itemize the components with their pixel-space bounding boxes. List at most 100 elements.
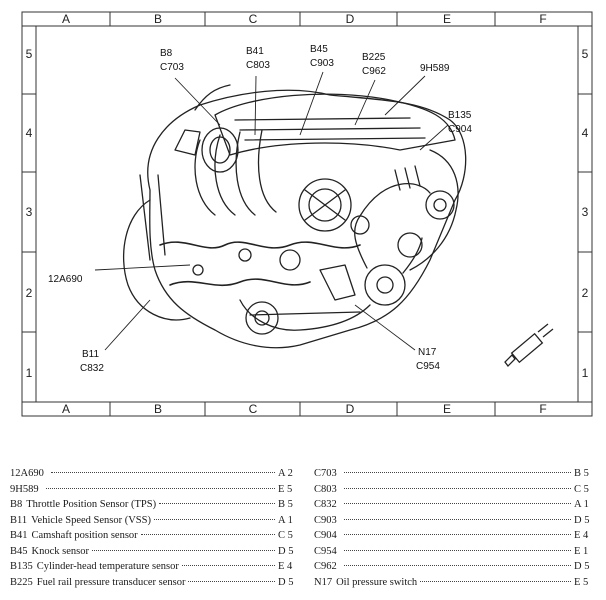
column-letter: B	[154, 402, 162, 416]
row-number: 5	[582, 47, 589, 61]
legend-row: C904 E 4	[314, 530, 596, 546]
column-letter: D	[346, 12, 355, 26]
column-ticks	[109, 12, 496, 416]
legend-row: C954 E 1	[314, 546, 596, 562]
row-ticks	[22, 93, 592, 333]
row-number: 3	[26, 205, 33, 219]
leader-dots	[50, 472, 275, 473]
diagram-frame	[21, 11, 593, 417]
legend-desc: Fuel rail pressure transducer sensor	[36, 576, 186, 588]
legend-row: C832 A 1	[314, 499, 596, 515]
callout-12a690: 12A690	[48, 274, 83, 285]
legend-code: B135	[10, 561, 33, 572]
row-number: 2	[26, 286, 33, 300]
legend-code: C803	[314, 483, 337, 495]
column-letter: F	[539, 12, 546, 26]
callout-label: 12A690	[48, 274, 83, 285]
legend-row: C962 D 5	[314, 561, 596, 577]
row-number: 2	[582, 286, 589, 300]
legend-location: B 5	[278, 499, 293, 510]
legend-column-left: 12A690 A 2 9H589 E 5 B8 Throttle Positio…	[10, 468, 300, 592]
row-numbers-right: 5 4 3 2 1	[582, 47, 589, 380]
legend-row: C803 C 5	[314, 484, 596, 500]
callout-9h589: 9H589	[420, 63, 450, 74]
leader-dots	[159, 503, 275, 504]
engine-diagram: A B C D E F A B C D E F 5 4 3 2 1 5 4 3 …	[21, 11, 593, 417]
leader-dots	[153, 518, 275, 520]
callout-label: B11	[82, 349, 99, 360]
leader-dots	[343, 503, 571, 504]
column-letter: E	[443, 402, 451, 416]
callout-label: C954	[416, 361, 440, 372]
legend-location: A 2	[278, 468, 293, 479]
leader-dots	[343, 534, 571, 535]
callout-b135: B135 C904	[448, 110, 472, 135]
leader-dots	[343, 549, 571, 551]
row-number: 3	[582, 205, 589, 219]
legend-location: D 5	[278, 576, 294, 588]
legend-location: E 4	[278, 561, 293, 572]
legend-desc: Throttle Position Sensor (TPS)	[26, 499, 157, 510]
legend-row: N17 Oil pressure switch E 5	[314, 577, 596, 593]
row-number: 5	[26, 47, 33, 61]
column-letter: A	[62, 402, 70, 416]
legend-code: B41	[10, 530, 28, 541]
row-number: 1	[26, 366, 33, 380]
leader-dots	[188, 580, 275, 582]
legend-column-right: C703 B 5 C803 C 5 C832 A 1 C903 D 5 C904	[314, 468, 596, 592]
legend-location: D 5	[574, 561, 590, 572]
row-number: 4	[582, 126, 589, 140]
callout-label: B41	[246, 46, 264, 57]
legend-location: C 5	[574, 483, 589, 495]
legend-location: A 1	[278, 514, 293, 526]
leader-dots	[343, 518, 571, 520]
legend-code: B45	[10, 545, 28, 557]
row-number: 4	[26, 126, 33, 140]
legend-desc: Knock sensor	[31, 545, 89, 557]
column-letter: E	[443, 12, 451, 26]
callout-label: C903	[310, 58, 334, 69]
column-letter: D	[346, 402, 355, 416]
leader-dots	[45, 487, 275, 489]
leader-lines	[94, 71, 449, 351]
column-letter: C	[249, 12, 258, 26]
legend-location: B 5	[574, 468, 589, 479]
callout-label: B45	[310, 44, 328, 55]
legend-code: C962	[314, 561, 337, 572]
legend-code: N17	[314, 576, 333, 588]
legend-row: B45 Knock sensor D 5	[10, 546, 300, 562]
legend-code: 12A690	[10, 468, 44, 479]
callout-label: C904	[448, 124, 472, 135]
leader-dots	[181, 565, 275, 566]
callout-n17: N17 C954	[416, 347, 440, 372]
legend-row: B225 Fuel rail pressure transducer senso…	[10, 577, 300, 593]
callout-label: B225	[362, 52, 386, 63]
legend-code: C832	[314, 499, 337, 510]
legend-location: C 5	[278, 530, 293, 541]
leader-dots	[91, 549, 275, 551]
callout-b41: B41 C803	[246, 46, 270, 71]
legend-location: A 1	[574, 499, 589, 510]
callout-label: B135	[448, 110, 472, 121]
column-letter: F	[539, 402, 546, 416]
callout-label: 9H589	[420, 63, 450, 74]
legend-location: D 5	[574, 514, 590, 526]
legend-row: B41 Camshaft position sensor C 5	[10, 530, 300, 546]
column-letters-bottom: A B C D E F	[62, 402, 547, 416]
callout-b225: B225 C962	[362, 52, 386, 77]
legend-code: B11	[10, 514, 28, 526]
legend-location: E 5	[574, 576, 589, 588]
oil-pressure-switch-illustration	[504, 323, 554, 367]
legend-row: B8 Throttle Position Sensor (TPS) B 5	[10, 499, 300, 515]
legend-desc: Oil pressure switch	[336, 576, 418, 588]
legend-location: E 1	[574, 545, 589, 557]
legend-row: B135 Cylinder-head temperature sensor E …	[10, 561, 300, 577]
row-number: 1	[582, 366, 589, 380]
legend-location: E 4	[574, 530, 589, 541]
legend-code: C904	[314, 530, 337, 541]
callout-b8: B8 C703	[160, 48, 184, 73]
legend-row: 9H589 E 5	[10, 484, 300, 500]
leader-dots	[420, 580, 571, 582]
legend-code: C703	[314, 468, 337, 479]
column-letters-top: A B C D E F	[62, 12, 547, 26]
